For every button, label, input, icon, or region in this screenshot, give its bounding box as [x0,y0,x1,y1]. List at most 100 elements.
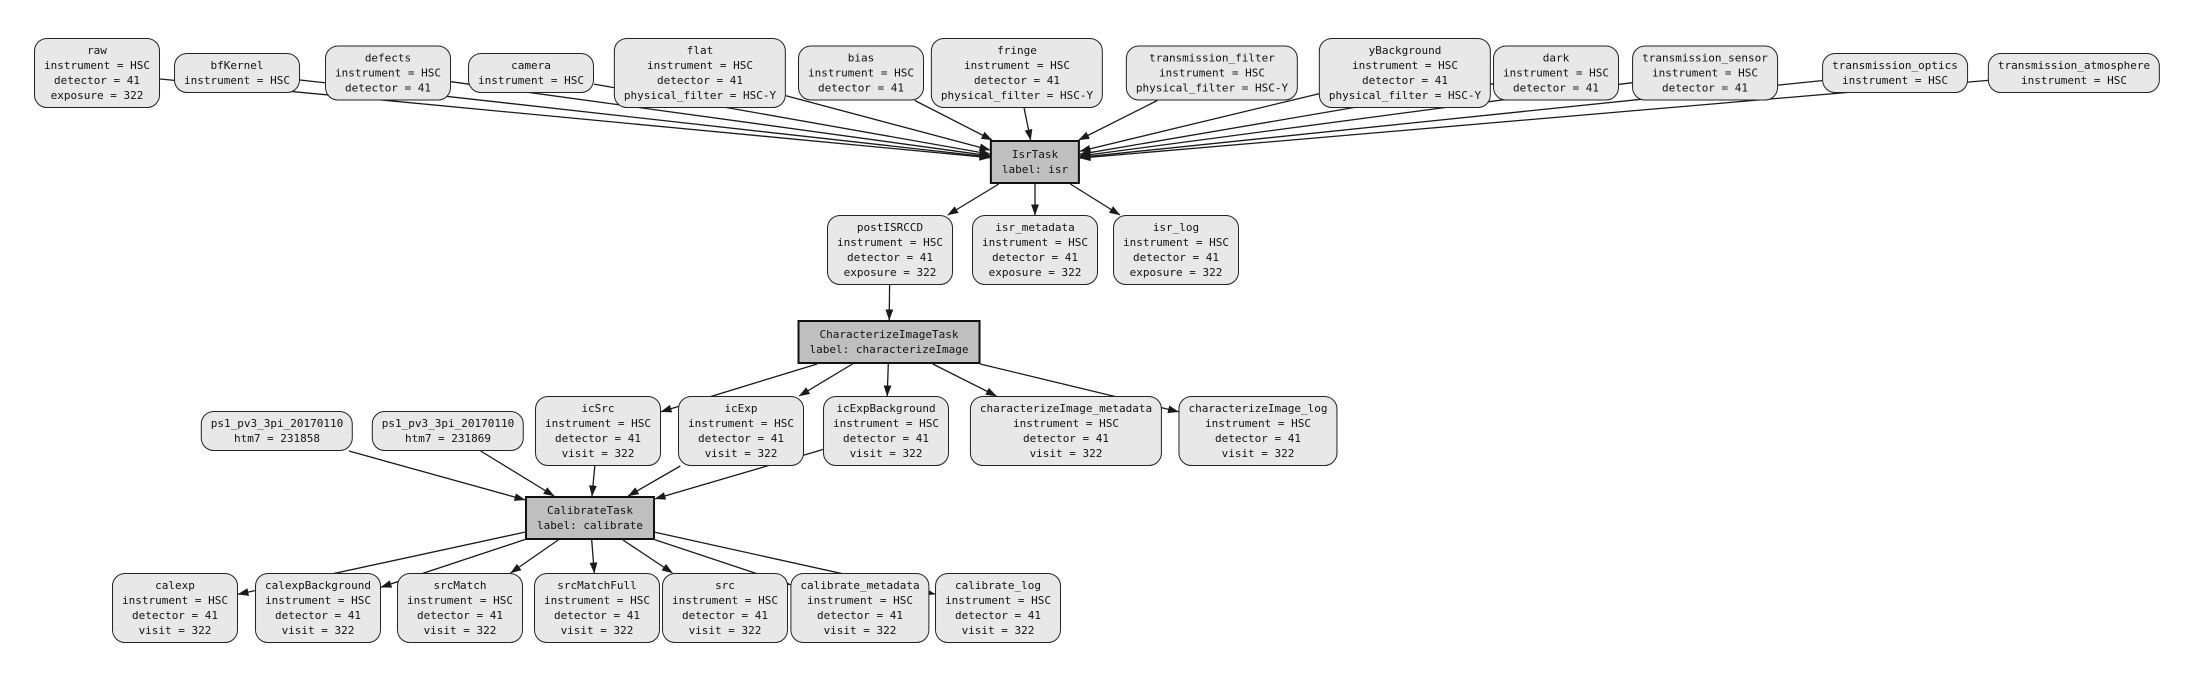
node-attribute: visit = 322 [138,624,212,637]
node-label: CharacterizeImageTask [819,328,959,341]
node-attribute: detector = 41 [274,609,362,622]
node-flat: flat instrument = HSC detector = 41 physica… [613,38,787,108]
node-attribute: instrument = HSC [122,594,228,607]
edge-characterizeImage-task-to-characterizeImage-metadata [932,363,997,397]
node-label: transmission_filter [1149,51,1275,65]
node-characterizeImage-metadata: characterizeImage_metadata instrument = H… [969,396,1163,466]
node-attribute: detector = 41 [1661,81,1749,95]
node-attribute: visit = 322 [688,624,762,637]
node-attribute: htm7 = 231858 [233,432,321,445]
node-label: flat [686,44,714,57]
node-attribute: exposure = 322 [1129,266,1223,279]
node-attribute: label: characterizeImage [809,343,969,356]
node-attribute: detector = 41 [1361,74,1449,87]
node-attribute: instrument = HSC [688,417,794,430]
node-attribute: physical_filter = HSC-Y [940,89,1094,102]
node-label: CalibrateTask [546,504,634,517]
node-ps1-pv3-3pi-20170110-231858: ps1_pv3_3pi_20170110 htm7 = 231858 [200,411,354,451]
edge-fringe-to-isr-task [1023,107,1033,141]
node-attribute: instrument = HSC [2021,74,2127,87]
node-label: src [715,579,735,592]
node-attribute: visit = 322 [1029,447,1103,460]
node-attribute: detector = 41 [656,74,744,87]
node-attribute: detector = 41 [817,81,905,95]
node-label: characterizeImage_metadata [979,402,1153,415]
node-attribute: visit = 322 [849,447,923,460]
node-attribute: instrument = HSC [837,236,943,249]
node-attribute: instrument = HSC [1352,59,1458,72]
node-attribute: instrument = HSC [1013,417,1119,430]
node-characterizeImage-task: CharacterizeImageTask label: characterize… [797,320,981,364]
node-attribute: instrument = HSC [833,417,939,430]
node-attribute: instrument = HSC [807,594,913,607]
node-attribute: instrument = HSC [184,74,290,87]
edge-isr-task-to-isr-log [1069,183,1121,216]
node-attribute: detector = 41 [131,609,219,622]
node-src: src instrument = HSC detector = 41 visit = … [662,573,788,643]
node-attribute: instrument = HSC [945,594,1051,607]
node-attribute: physical_filter = HSC-Y [623,89,777,102]
node-label: dark [1542,51,1570,65]
node-attribute: exposure = 322 [843,266,937,279]
node-label: bfKernel [210,59,264,72]
node-attribute: instrument = HSC [672,594,778,607]
node-label: camera [511,59,551,72]
node-attribute: visit = 322 [704,447,778,460]
node-label: yBackground [1368,44,1442,57]
node-label: IsrTask [1011,148,1059,161]
node-attribute: detector = 41 [842,432,930,445]
node-icExp: icExp instrument = HSC detector = 41 visit … [678,396,804,466]
node-label: isr_metadata [995,221,1075,234]
node-label: srcMatchFull [557,579,637,592]
node-attribute: instrument = HSC [265,594,371,607]
node-attribute: instrument = HSC [407,594,513,607]
node-label: ps1_pv3_3pi_20170110 [210,417,344,430]
node-label: icExp [724,402,758,415]
node-transmission-atmosphere: transmission_atmosphere instrument = HSC [1987,53,2161,93]
node-attribute: detector = 41 [53,74,141,87]
node-attribute: visit = 322 [823,624,897,637]
node-calibrate-task: CalibrateTask label: calibrate [525,496,655,540]
node-attribute: instrument = HSC [647,59,753,72]
node-attribute: detector = 41 [1022,432,1110,445]
node-yBackground: yBackground instrument = HSC detector = 41… [1318,38,1492,108]
node-attribute: physical_filter = HSC-Y [1135,81,1289,95]
edge-yBackground-to-isr-task [1079,93,1320,153]
node-label: defects [364,51,412,65]
node-attribute: detector = 41 [1214,432,1302,445]
node-attribute: instrument = HSC [808,66,914,80]
node-attribute: detector = 41 [1512,81,1600,95]
node-attribute: detector = 41 [697,432,785,445]
edge-icSrc-to-calibrate-task [589,465,597,497]
node-attribute: detector = 41 [816,609,904,622]
node-attribute: visit = 322 [961,624,1035,637]
node-attribute: detector = 41 [973,74,1061,87]
node-attribute: visit = 322 [561,447,635,460]
edge-calibrate-task-to-srcMatchFull [589,539,598,574]
node-label: transmission_sensor [1642,51,1768,65]
node-attribute: label: calibrate [537,519,643,532]
node-label: fringe [997,44,1037,57]
node-attribute: htm7 = 231869 [404,432,492,445]
node-attribute: detector = 41 [681,609,769,622]
node-attribute: physical_filter = HSC-Y [1328,89,1482,102]
node-attribute: instrument = HSC [44,59,150,72]
node-attribute: exposure = 322 [50,89,144,102]
node-attribute: label: isr [1001,163,1069,176]
node-attribute: detector = 41 [554,432,642,445]
node-attribute: instrument = HSC [982,236,1088,249]
node-label: ps1_pv3_3pi_20170110 [381,417,515,430]
node-label: transmission_atmosphere [1997,59,2151,72]
